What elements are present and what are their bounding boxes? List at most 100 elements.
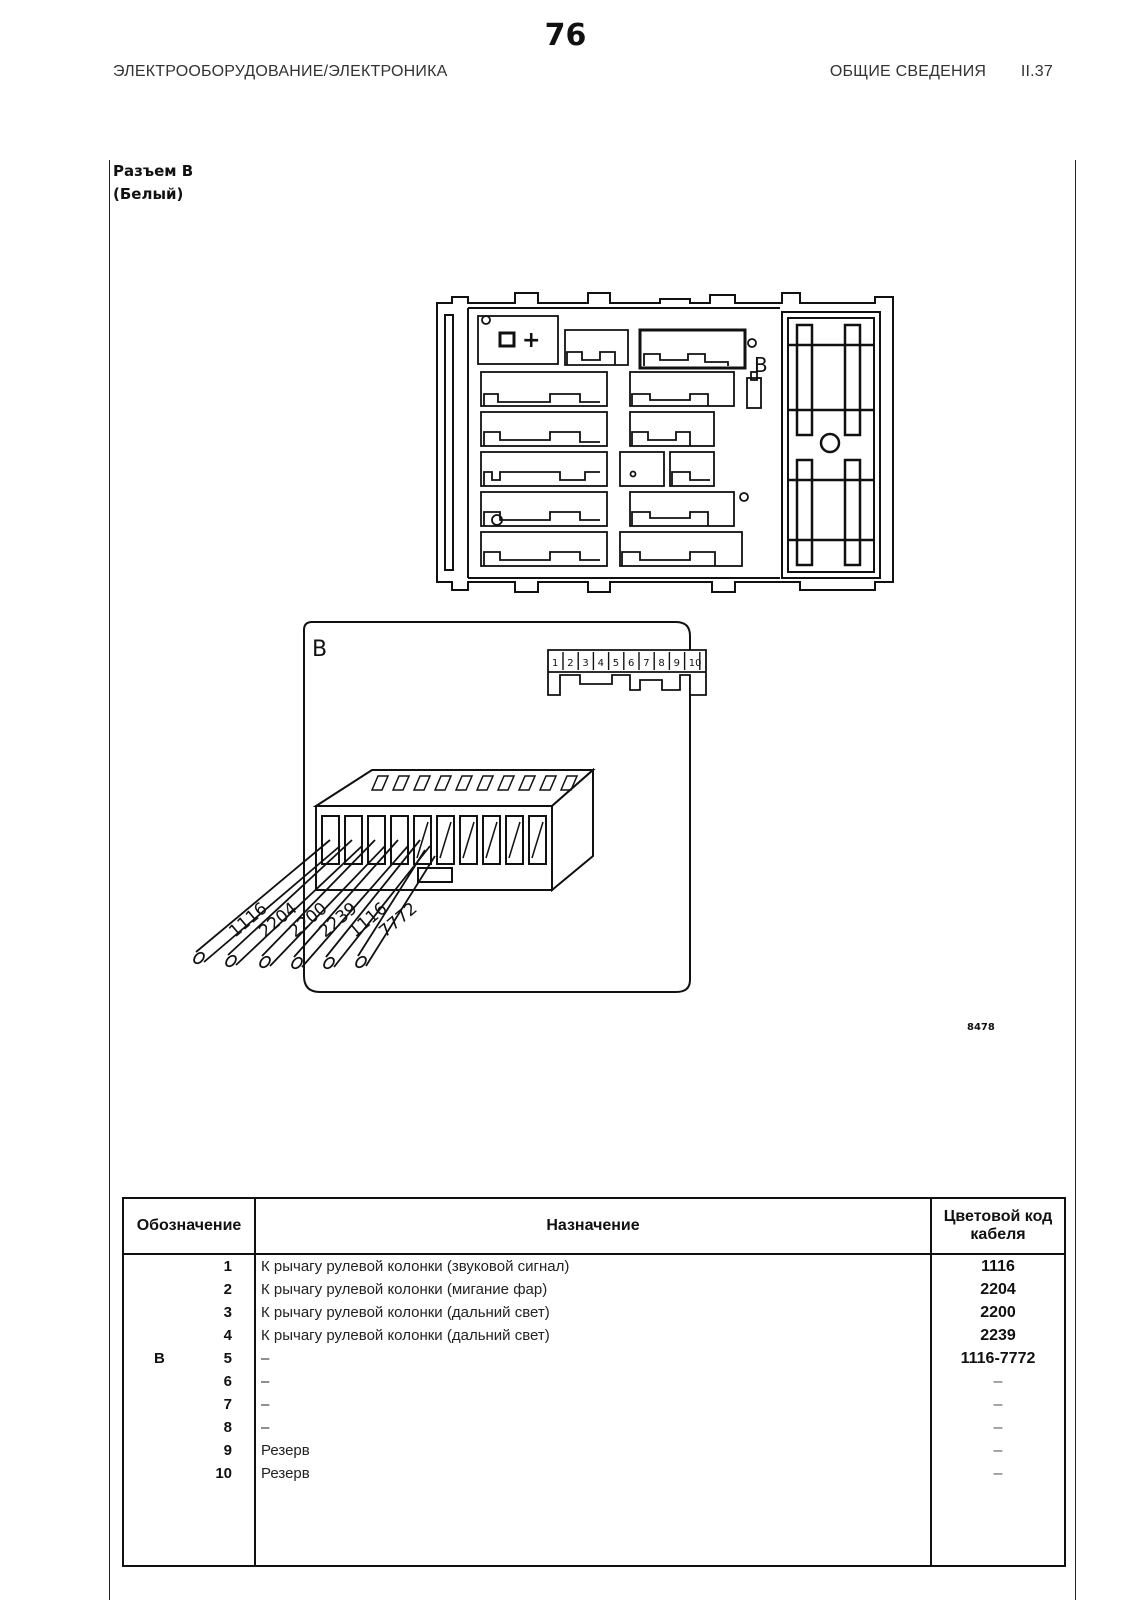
table-row: 3 К рычагу рулевой колонки (дальний свет)… bbox=[122, 1301, 1066, 1324]
plug-rib bbox=[433, 775, 453, 791]
wire bbox=[293, 839, 409, 968]
empty-cell bbox=[930, 1485, 1066, 1567]
wire-end bbox=[323, 956, 335, 970]
socket-row-4-left bbox=[480, 491, 608, 527]
plug-rib bbox=[391, 775, 411, 791]
socket-row-1-left bbox=[480, 371, 608, 407]
plug-rib bbox=[496, 775, 516, 791]
pin-purpose: Резерв bbox=[254, 1462, 932, 1485]
pin-number-label: 3 bbox=[582, 658, 588, 669]
terminal-square bbox=[498, 331, 516, 348]
cable-color-code: – bbox=[930, 1393, 1066, 1416]
pin-number-label: 6 bbox=[628, 658, 634, 669]
header-color-code: Цветовой код кабеля bbox=[930, 1197, 1066, 1255]
figure-code: 8478 bbox=[967, 1022, 995, 1033]
detail-label: B bbox=[312, 637, 327, 662]
pin-cell: 6 bbox=[122, 1370, 256, 1393]
wire-end bbox=[291, 956, 303, 970]
pin-number-label: 9 bbox=[674, 658, 680, 669]
pin-number: 10 bbox=[215, 1465, 232, 1482]
page-frame-right bbox=[1075, 160, 1076, 1600]
plug-rib bbox=[412, 775, 432, 791]
pin-cell: 9 bbox=[122, 1439, 256, 1462]
wire-end bbox=[259, 955, 271, 969]
fuse-slots bbox=[788, 323, 874, 567]
table-row: 10 Резерв– bbox=[122, 1462, 1066, 1485]
pin-number: 6 bbox=[223, 1373, 232, 1390]
relay-sockets bbox=[477, 315, 762, 567]
section-header: ОБЩИЕ СВЕДЕНИЯ II.37 bbox=[830, 63, 1053, 81]
wire-end bbox=[193, 951, 205, 965]
table-row: 1 К рычагу рулевой колонки (звуковой сигн… bbox=[122, 1254, 1066, 1278]
socket-row-5-left bbox=[480, 531, 608, 567]
pin-number: 4 bbox=[223, 1327, 232, 1344]
caption-line-1: Разъем В bbox=[113, 162, 194, 180]
socket-row-3-mid bbox=[619, 451, 665, 487]
connector-plug bbox=[312, 767, 596, 893]
pin-number-label: 8 bbox=[658, 658, 664, 669]
table-row: 6–– bbox=[122, 1370, 1066, 1393]
socket-row-4-right bbox=[629, 491, 735, 527]
plug-rib bbox=[370, 775, 390, 791]
chapter-title: ЭЛЕКТРООБОРУДОВАНИЕ/ЭЛЕКТРОНИКА bbox=[113, 63, 448, 80]
caption-line-2: (Белый) bbox=[113, 185, 184, 203]
pin-cell: 8 bbox=[122, 1416, 256, 1439]
pinout-table: Обозначение Назначение Цветовой код кабе… bbox=[122, 1197, 1066, 1567]
pin-purpose: К рычагу рулевой колонки (дальний свет) bbox=[254, 1301, 932, 1324]
page-frame-left bbox=[109, 160, 110, 1600]
pin-number-label: 4 bbox=[598, 658, 604, 669]
pin-cell: 10 bbox=[122, 1462, 256, 1485]
cable-color-code: 1116 bbox=[930, 1254, 1066, 1278]
fuse-box-screw bbox=[819, 432, 841, 454]
plug-rib bbox=[475, 775, 495, 791]
pin-number-label: 10 bbox=[689, 658, 702, 669]
wire-end bbox=[355, 955, 367, 969]
connector-caption: Разъем В (Белый) bbox=[113, 160, 193, 206]
cable-color-code: 2204 bbox=[930, 1278, 1066, 1301]
plug-cell-hatch bbox=[462, 821, 475, 859]
page-number: 76 bbox=[544, 18, 587, 53]
plug-cell-hatch bbox=[485, 821, 498, 859]
plug-cell bbox=[344, 815, 363, 865]
plug-rib bbox=[517, 775, 537, 791]
socket-row-5-right bbox=[619, 531, 743, 567]
wire bbox=[195, 839, 341, 963]
fuse-box-plus-label: + bbox=[522, 328, 540, 353]
table-filler-row bbox=[122, 1485, 1066, 1567]
connector-group-label: В bbox=[154, 1350, 165, 1367]
empty-cell bbox=[254, 1485, 932, 1567]
wire-end bbox=[225, 954, 237, 968]
fuse-box-hole bbox=[481, 315, 491, 325]
pin-purpose: К рычагу рулевой колонки (мигание фар) bbox=[254, 1278, 932, 1301]
pin-number: 9 bbox=[223, 1442, 232, 1459]
pin-number: 7 bbox=[223, 1396, 232, 1413]
socket-row-2-left bbox=[480, 411, 608, 447]
cable-color-code: 2239 bbox=[930, 1324, 1066, 1347]
pin-purpose: К рычагу рулевой колонки (звуковой сигна… bbox=[254, 1254, 932, 1278]
header-designation: Обозначение bbox=[122, 1197, 256, 1255]
plug-cell-hatch bbox=[508, 821, 521, 859]
pin-number: 3 bbox=[223, 1304, 232, 1321]
table-row: 2 К рычагу рулевой колонки (мигание фар)2… bbox=[122, 1278, 1066, 1301]
socket-row-3-right bbox=[669, 451, 715, 487]
socket-row-2-right bbox=[629, 411, 715, 447]
pin-cell: 3 bbox=[122, 1301, 256, 1324]
plug-rib bbox=[559, 775, 579, 791]
pin-purpose: Резерв bbox=[254, 1439, 932, 1462]
pin-purpose: – bbox=[254, 1416, 932, 1439]
section-title: ОБЩИЕ СВЕДЕНИЯ bbox=[829, 63, 987, 80]
cable-color-code: – bbox=[930, 1462, 1066, 1485]
table-row: 7–– bbox=[122, 1393, 1066, 1416]
table-body: 1 К рычагу рулевой колонки (звуковой сигн… bbox=[122, 1254, 1066, 1567]
pin-number: 2 bbox=[223, 1281, 232, 1298]
fuse-box-connector-label: B bbox=[754, 353, 768, 377]
pin-number: 1 bbox=[223, 1258, 232, 1275]
table-row: 8–– bbox=[122, 1416, 1066, 1439]
pin-cell: 2 bbox=[122, 1278, 256, 1301]
